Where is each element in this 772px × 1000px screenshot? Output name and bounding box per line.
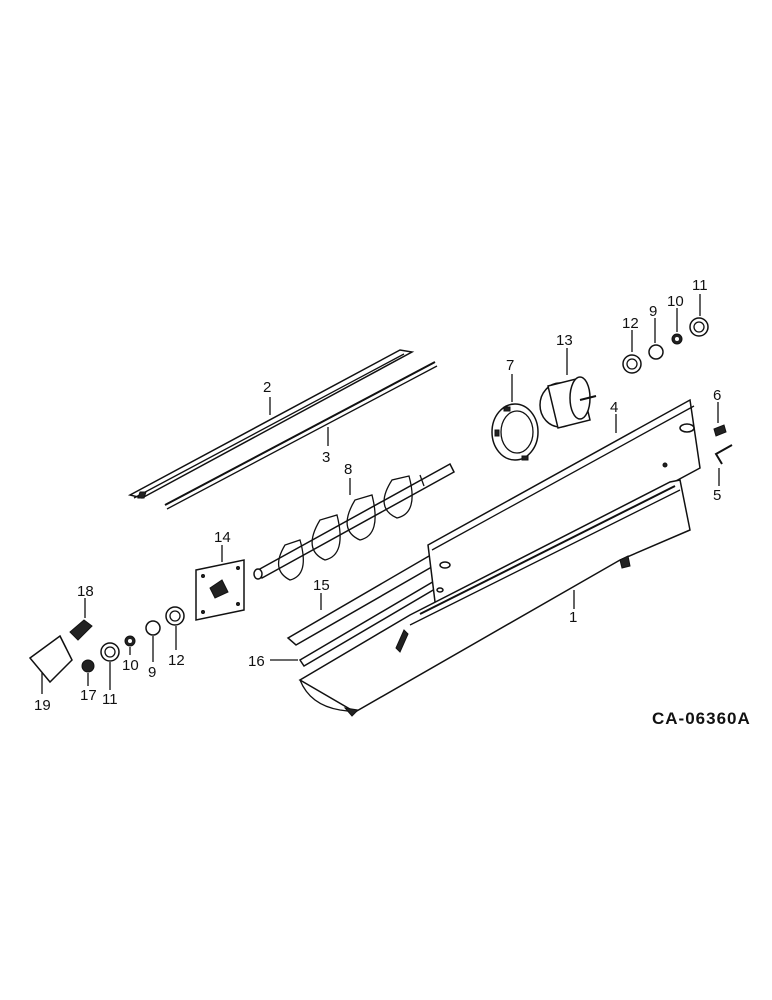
callout-1: 1 <box>569 609 577 626</box>
callout-7: 7 <box>506 357 514 374</box>
callout-6: 6 <box>713 387 721 404</box>
callout-11-right: 11 <box>692 277 708 294</box>
part-9-bushing-right <box>648 344 664 360</box>
callout-9-right: 9 <box>649 303 657 320</box>
part-13-sleeve <box>539 376 597 429</box>
callout-labels: 2 3 8 7 13 4 12 9 10 11 6 5 1 14 15 16 1… <box>34 277 721 714</box>
part-14-plate <box>195 559 245 621</box>
part-7-ring <box>491 403 539 461</box>
part-10-nut-right <box>671 333 683 345</box>
callout-3: 3 <box>322 449 330 466</box>
callout-11-left: 11 <box>102 691 118 708</box>
part-11-collar-left <box>100 642 120 662</box>
part-5-key <box>714 444 733 465</box>
leader-lines <box>41 294 720 694</box>
callout-14: 14 <box>214 529 231 546</box>
part-19-shield <box>28 634 73 684</box>
part-3-rod <box>164 361 438 510</box>
part-9-bushing-left <box>145 620 161 636</box>
part-10-nut-left <box>124 635 136 647</box>
part-2-angle-strip <box>127 349 415 499</box>
callout-13: 13 <box>556 332 573 349</box>
callout-18: 18 <box>77 583 94 600</box>
part-6-set-screw <box>713 424 727 437</box>
part-4-housing-cover <box>427 398 701 612</box>
part-1-trough <box>298 479 691 717</box>
callout-15: 15 <box>313 577 330 594</box>
callout-10-right: 10 <box>667 293 684 310</box>
callout-16: 16 <box>248 653 265 670</box>
callout-5: 5 <box>713 487 721 504</box>
part-8-auger <box>253 462 455 581</box>
callout-8: 8 <box>344 461 352 478</box>
figure-code: CA-06360A <box>652 709 751 728</box>
part-17-spring <box>81 659 95 673</box>
part-12-bearing-right <box>622 354 642 374</box>
part-11-collar-right <box>689 317 709 337</box>
callout-12-left: 12 <box>168 652 185 669</box>
callout-12-right: 12 <box>622 315 639 332</box>
callout-19: 19 <box>34 697 51 714</box>
callout-2: 2 <box>263 379 271 396</box>
part-12-bearing-left <box>165 606 185 626</box>
part-18-bracket <box>69 619 93 641</box>
callout-10-left: 10 <box>122 657 139 674</box>
callout-17: 17 <box>80 687 97 704</box>
callout-4: 4 <box>610 399 618 416</box>
callout-9-left: 9 <box>148 664 156 681</box>
